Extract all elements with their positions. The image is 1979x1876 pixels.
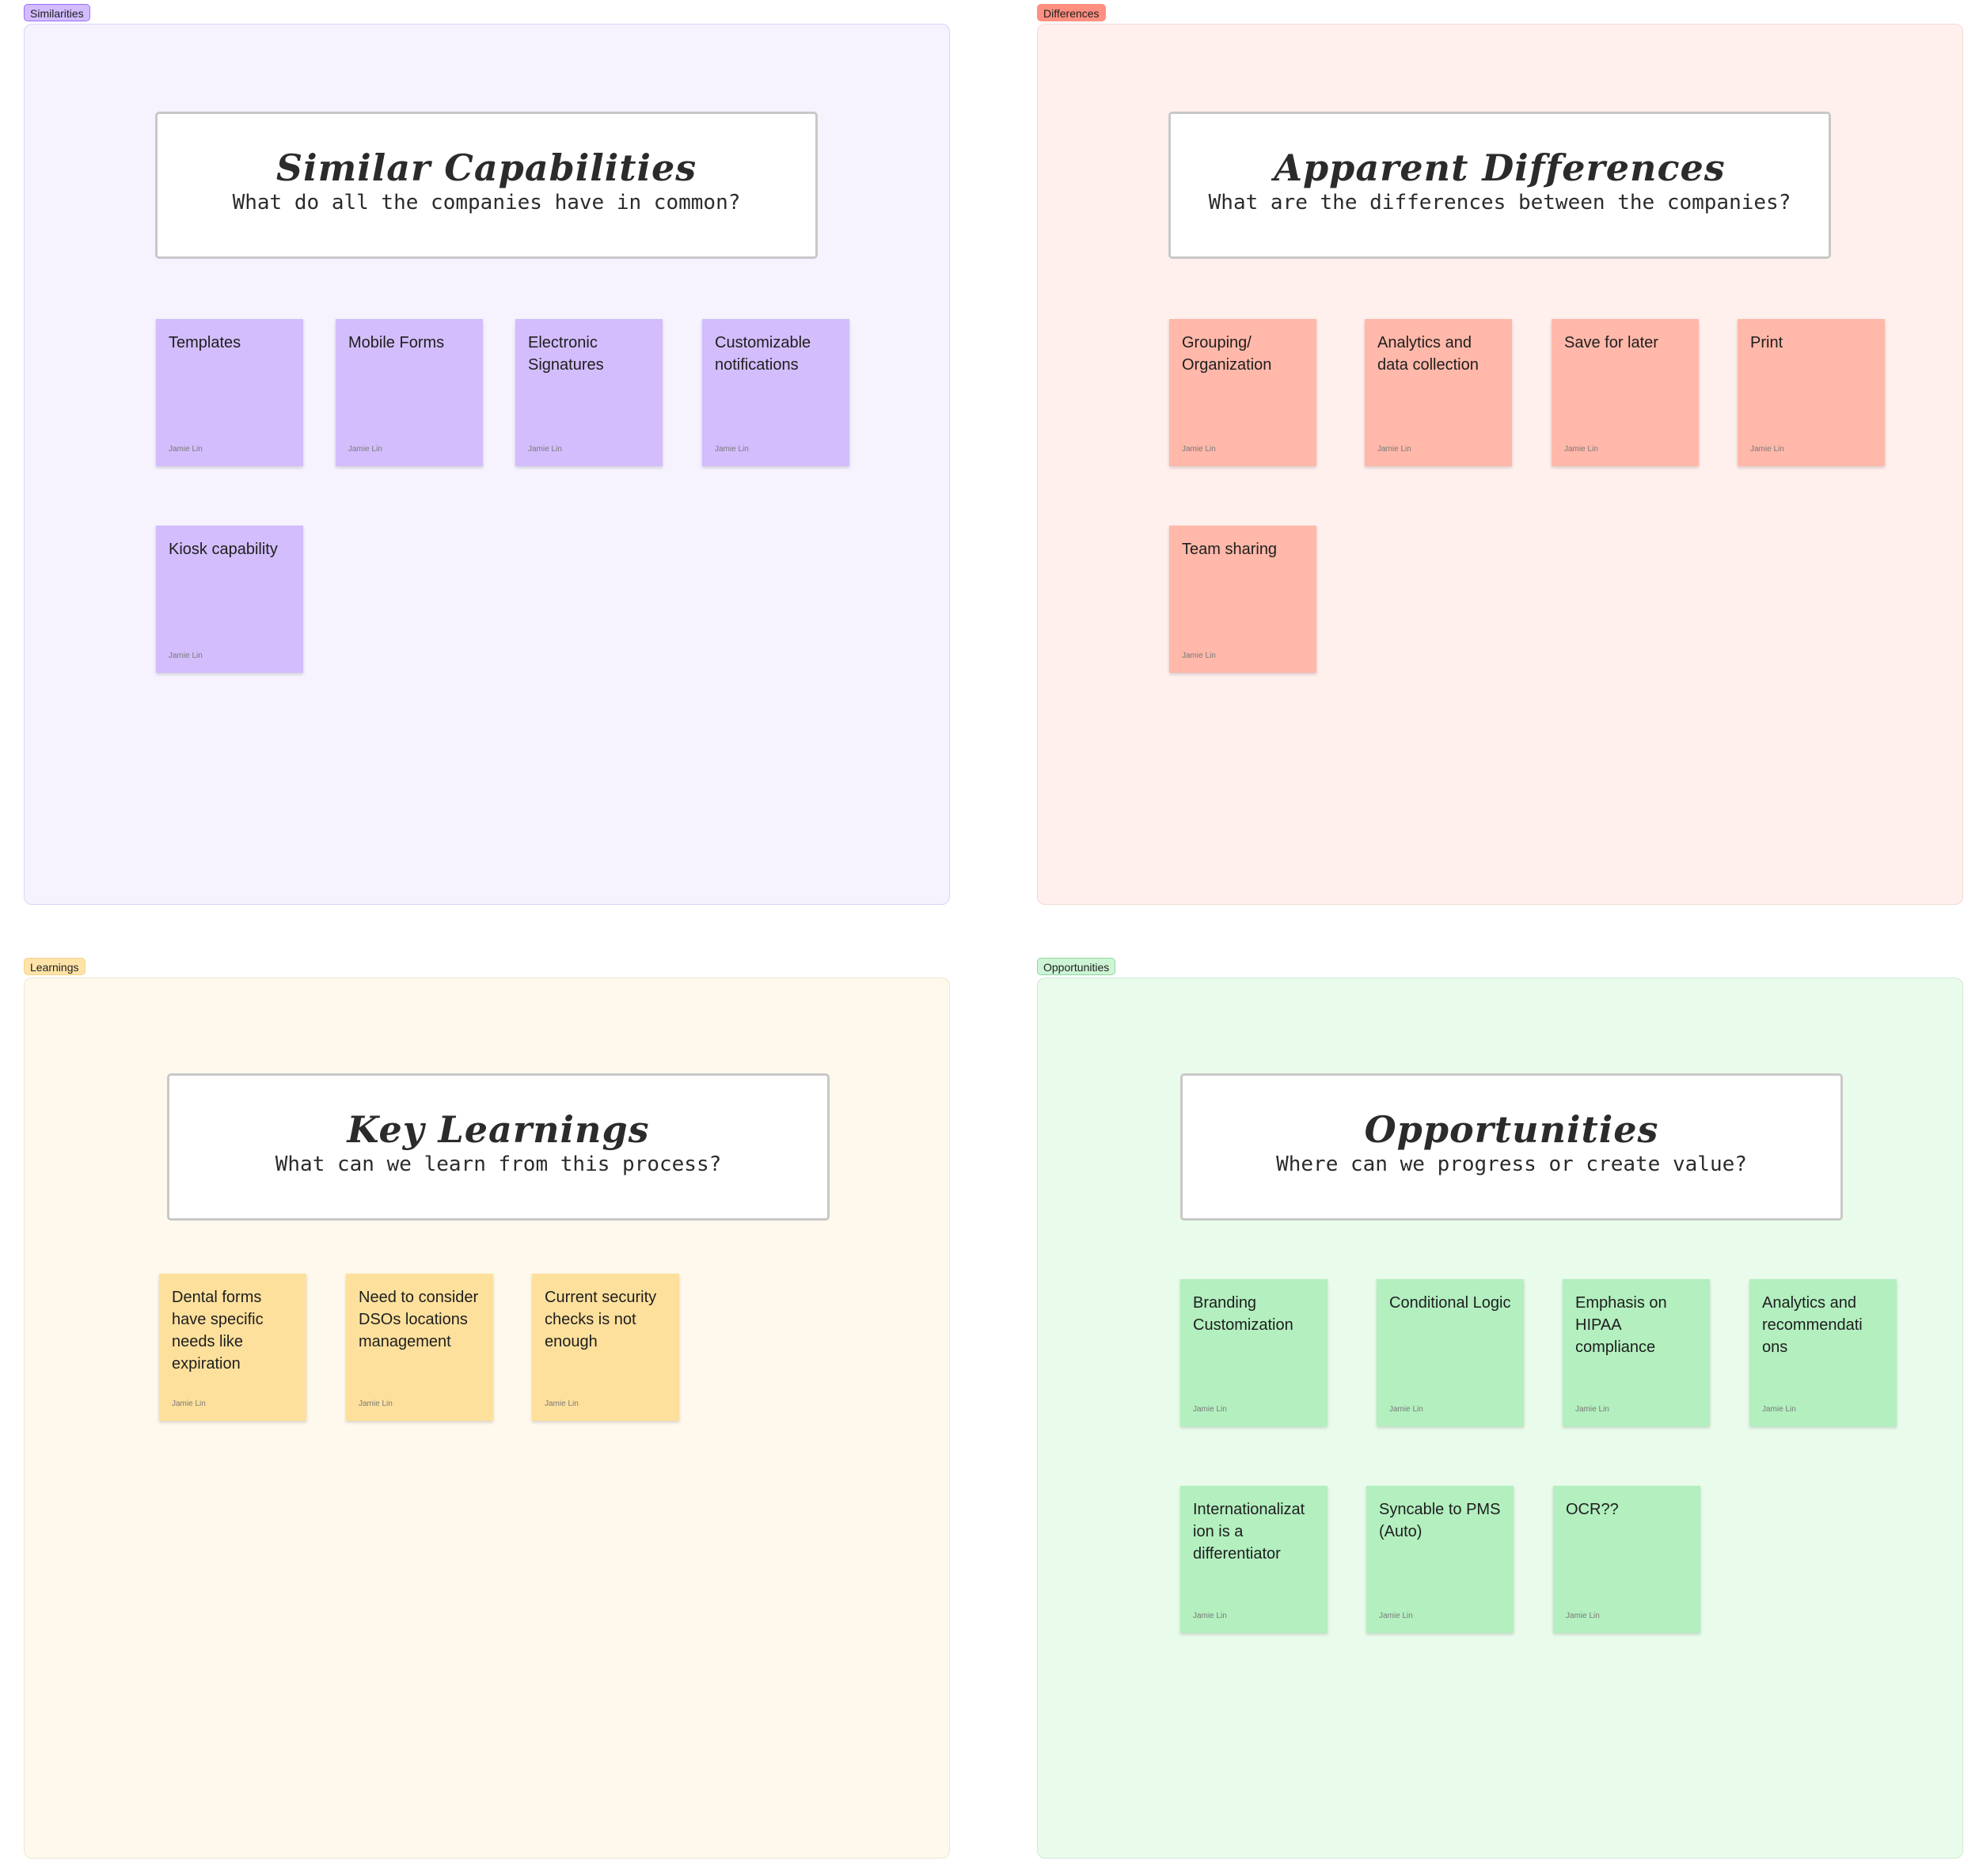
sticky-author: Jamie Lin bbox=[1193, 1612, 1227, 1620]
sticky-note[interactable]: Templates Jamie Lin bbox=[156, 319, 303, 466]
sticky-note[interactable]: Mobile Forms Jamie Lin bbox=[336, 319, 483, 466]
sticky-note[interactable]: Team sharing Jamie Lin bbox=[1169, 526, 1316, 673]
title-card[interactable]: Apparent Differences What are the differ… bbox=[1168, 112, 1831, 259]
sticky-note[interactable]: Current security checks is not enough Ja… bbox=[532, 1274, 679, 1421]
subtitle-text: What can we learn from this process? bbox=[275, 1153, 722, 1176]
sticky-note[interactable]: Electronic Signatures Jamie Lin bbox=[515, 319, 663, 466]
subtitle-text: Where can we progress or create value? bbox=[1276, 1153, 1747, 1176]
sticky-note[interactable]: Need to consider DSOs locations manageme… bbox=[346, 1274, 493, 1421]
subtitle-text: What do all the companies have in common… bbox=[232, 191, 741, 215]
section-tag-opportunities[interactable]: Opportunities bbox=[1037, 958, 1116, 975]
sticky-author: Jamie Lin bbox=[1564, 445, 1598, 454]
section-tag-similarities[interactable]: Similarities bbox=[24, 4, 90, 21]
sticky-note[interactable]: Analytics and data collection Jamie Lin bbox=[1365, 319, 1512, 466]
sticky-author: Jamie Lin bbox=[1389, 1405, 1423, 1414]
sticky-note[interactable]: OCR?? Jamie Lin bbox=[1553, 1486, 1700, 1633]
sticky-note[interactable]: Emphasis on HIPAA compliance Jamie Lin bbox=[1563, 1279, 1710, 1426]
sticky-text: Analytics and recommendati ons bbox=[1762, 1294, 1863, 1356]
sticky-author: Jamie Lin bbox=[1193, 1405, 1227, 1414]
sticky-text: Need to consider DSOs locations manageme… bbox=[359, 1289, 479, 1350]
sticky-author: Jamie Lin bbox=[1182, 445, 1216, 454]
sticky-note[interactable]: Dental forms have specific needs like ex… bbox=[159, 1274, 306, 1421]
sticky-text: Emphasis on HIPAA compliance bbox=[1575, 1294, 1667, 1356]
sticky-author: Jamie Lin bbox=[1750, 445, 1784, 454]
sticky-text: Grouping/ Organization bbox=[1182, 334, 1272, 374]
sticky-note[interactable]: Analytics and recommendati ons Jamie Lin bbox=[1749, 1279, 1897, 1426]
sticky-author: Jamie Lin bbox=[172, 1399, 206, 1408]
sticky-note[interactable]: Print Jamie Lin bbox=[1738, 319, 1885, 466]
sticky-text: Dental forms have specific needs like ex… bbox=[172, 1289, 264, 1373]
section-similarities[interactable]: Similar Capabilities What do all the com… bbox=[24, 24, 950, 905]
section-opportunities[interactable]: Opportunities Where can we progress or c… bbox=[1037, 978, 1963, 1859]
sticky-text: Syncable to PMS (Auto) bbox=[1379, 1501, 1501, 1540]
sticky-author: Jamie Lin bbox=[1379, 1612, 1413, 1620]
sticky-text: OCR?? bbox=[1566, 1501, 1619, 1518]
sticky-text: Customizable notifications bbox=[715, 334, 811, 374]
sticky-text: Internationalizat ion is a differentiato… bbox=[1193, 1501, 1305, 1563]
sticky-text: Mobile Forms bbox=[348, 334, 445, 351]
sticky-note[interactable]: Conditional Logic Jamie Lin bbox=[1377, 1279, 1524, 1426]
title-card[interactable]: Key Learnings What can we learn from thi… bbox=[167, 1073, 830, 1221]
sticky-note[interactable]: Grouping/ Organization Jamie Lin bbox=[1169, 319, 1316, 466]
sticky-text: Kiosk capability bbox=[169, 541, 278, 558]
subtitle-text: What are the differences between the com… bbox=[1208, 191, 1791, 215]
sticky-text: Analytics and data collection bbox=[1377, 334, 1479, 374]
sticky-text: Team sharing bbox=[1182, 541, 1278, 558]
title-card[interactable]: Opportunities Where can we progress or c… bbox=[1180, 1073, 1843, 1221]
title-text: Apparent Differences bbox=[1274, 146, 1726, 189]
title-card[interactable]: Similar Capabilities What do all the com… bbox=[155, 112, 818, 259]
sticky-text: Save for later bbox=[1564, 334, 1658, 351]
sticky-text: Templates bbox=[169, 334, 241, 351]
sticky-note[interactable]: Syncable to PMS (Auto) Jamie Lin bbox=[1366, 1486, 1514, 1633]
sticky-author: Jamie Lin bbox=[1182, 651, 1216, 660]
section-tag-differences[interactable]: Differences bbox=[1037, 4, 1106, 21]
sticky-author: Jamie Lin bbox=[545, 1399, 579, 1408]
sticky-author: Jamie Lin bbox=[1762, 1405, 1796, 1414]
sticky-author: Jamie Lin bbox=[169, 445, 203, 454]
section-learnings[interactable]: Key Learnings What can we learn from thi… bbox=[24, 978, 950, 1859]
sticky-author: Jamie Lin bbox=[169, 651, 203, 660]
sticky-note[interactable]: Customizable notifications Jamie Lin bbox=[702, 319, 849, 466]
section-differences[interactable]: Apparent Differences What are the differ… bbox=[1037, 24, 1963, 905]
sticky-text: Current security checks is not enough bbox=[545, 1289, 657, 1350]
sticky-author: Jamie Lin bbox=[348, 445, 382, 454]
sticky-author: Jamie Lin bbox=[1377, 445, 1411, 454]
sticky-note[interactable]: Save for later Jamie Lin bbox=[1552, 319, 1699, 466]
section-tag-learnings[interactable]: Learnings bbox=[24, 958, 85, 975]
sticky-note[interactable]: Kiosk capability Jamie Lin bbox=[156, 526, 303, 673]
sticky-author: Jamie Lin bbox=[528, 445, 562, 454]
sticky-note[interactable]: Internationalizat ion is a differentiato… bbox=[1180, 1486, 1328, 1633]
title-text: Opportunities bbox=[1364, 1108, 1659, 1151]
sticky-text: Electronic Signatures bbox=[528, 334, 604, 374]
sticky-note[interactable]: Branding Customization Jamie Lin bbox=[1180, 1279, 1328, 1426]
sticky-author: Jamie Lin bbox=[1566, 1612, 1600, 1620]
sticky-author: Jamie Lin bbox=[715, 445, 749, 454]
title-text: Similar Capabilities bbox=[275, 146, 697, 189]
sticky-author: Jamie Lin bbox=[359, 1399, 393, 1408]
sticky-text: Print bbox=[1750, 334, 1783, 351]
title-text: Key Learnings bbox=[347, 1108, 650, 1151]
sticky-text: Branding Customization bbox=[1193, 1294, 1293, 1334]
sticky-text: Conditional Logic bbox=[1389, 1294, 1511, 1312]
sticky-author: Jamie Lin bbox=[1575, 1405, 1609, 1414]
